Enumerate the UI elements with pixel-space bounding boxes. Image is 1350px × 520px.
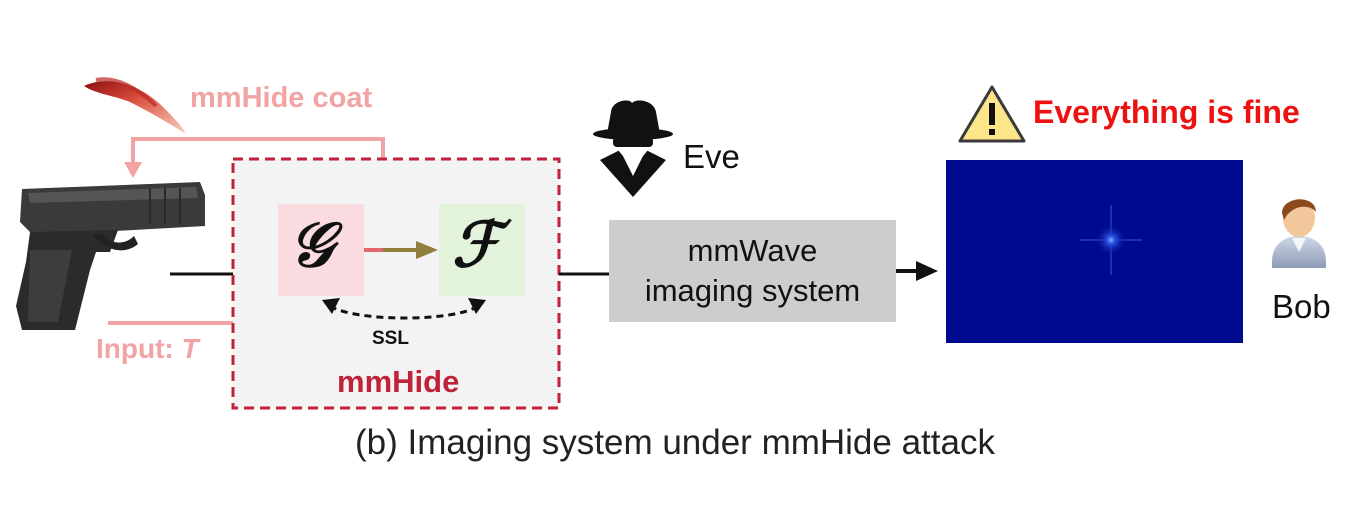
mmhide-coat-label: mmHide coat	[190, 82, 373, 114]
f-box	[439, 204, 525, 296]
imaging-result-heatmap	[946, 160, 1243, 343]
person-icon	[1272, 199, 1326, 268]
generator-symbol: 𝒢	[289, 208, 334, 281]
imaging-line-2: imaging system	[644, 273, 861, 308]
function-symbol: ℱ	[452, 208, 501, 281]
figure-caption: (b) Imaging system under mmHide attack	[355, 423, 995, 462]
g-box	[278, 204, 364, 296]
input-variable: T	[181, 333, 199, 364]
warning-label: Everything is fine	[1033, 94, 1300, 130]
output-arrow	[896, 261, 938, 281]
bob-label: Bob	[1272, 288, 1331, 325]
ssl-arrow	[322, 298, 486, 320]
imaging-system-box: mmWave imaging system	[609, 220, 896, 322]
g-to-f-arrow	[364, 241, 438, 259]
warning-triangle-icon	[958, 85, 1026, 143]
imaging-line-1: mmWave	[687, 233, 818, 268]
input-label-prefix: Input:	[96, 333, 182, 364]
mmhide-label: mmHide	[337, 364, 460, 399]
gun-icon	[16, 182, 205, 330]
eve-label: Eve	[683, 138, 740, 175]
spy-icon	[593, 100, 673, 197]
input-label: Input: T	[96, 333, 199, 365]
ssl-label: SSL	[372, 328, 409, 349]
coat-stripe-icon	[84, 77, 186, 134]
